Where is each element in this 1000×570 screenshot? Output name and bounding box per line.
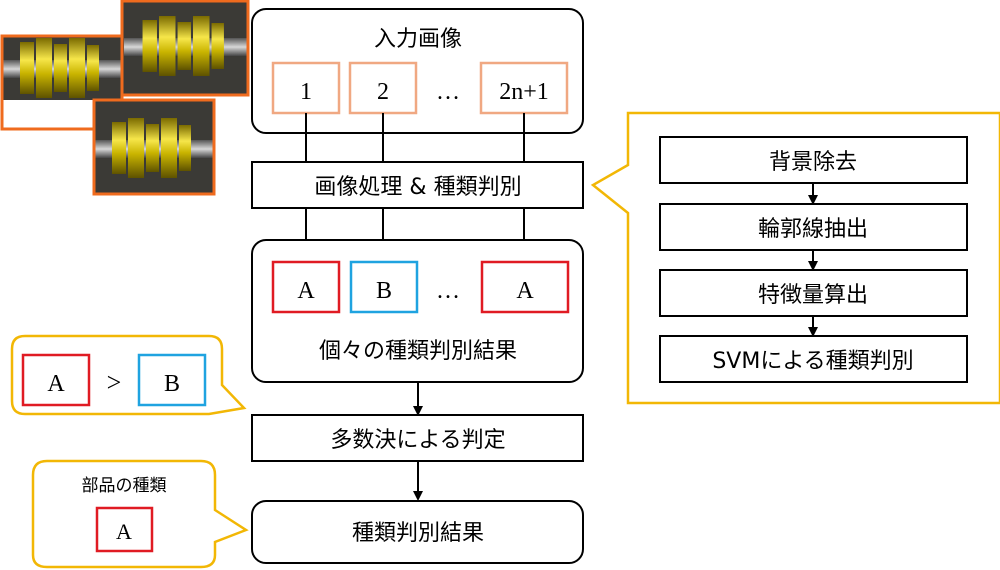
result-label-n: A [516,278,534,304]
input-images-block: 入力画像 1 2 … 2n+1 [251,8,584,134]
step-box-3 [659,269,968,317]
input-image-label-2: 2 [377,79,389,105]
input-photos: gear-shaft-photo-icon [0,0,250,196]
step-label-2: 輪郭線抽出 [758,217,868,242]
photo-front [92,98,216,196]
compare-label-right: B [164,371,180,397]
image-processing-label: 画像処理 & 種類判別 [314,175,521,200]
majority-vote-block: 多数決による判定 [251,414,584,462]
result-label-2: B [376,278,392,304]
photo-mid [120,0,250,97]
final-result-block: 種類判別結果 [251,500,584,564]
compare-box-left [21,353,91,407]
result-label-1: A [297,278,315,304]
final-result-label: 種類判別結果 [352,521,484,546]
part-type-title: 部品の種類 [82,476,167,496]
part-type-callout: 部品の種類 A [31,459,249,569]
processing-detail-callout: 背景除去 輪郭線抽出 特徴量算出 SVMによる種類判別 [590,111,1000,405]
result-ellipsis: … [436,278,460,304]
step-label-4: SVMによる種類判別 [712,349,913,374]
result-box-2 [349,260,419,314]
compare-label-left: A [47,371,65,397]
majority-vote-label: 多数決による判定 [330,428,505,453]
input-image-box-1 [271,61,341,115]
step-box-1 [659,136,968,184]
compare-box-right [137,353,207,407]
result-box-n [480,260,570,314]
input-image-ellipsis: … [436,79,460,105]
result-box-1 [271,260,341,314]
comparison-callout: A > B [10,334,247,416]
input-image-label-n: 2n+1 [499,79,549,105]
step-box-4 [659,335,968,383]
compare-operator: > [107,368,122,397]
individual-results-block: A B … A 個々の種類判別結果 [251,239,584,383]
input-image-box-n [479,61,569,115]
part-type-value: A [116,519,132,544]
step-label-1: 背景除去 [769,150,857,175]
step-label-3: 特徴量算出 [758,283,868,308]
image-processing-block: 画像処理 & 種類判別 [251,161,584,209]
part-type-box [95,506,154,553]
individual-results-caption: 個々の種類判別結果 [319,339,517,364]
input-image-label-1: 1 [300,79,312,105]
input-images-title: 入力画像 [374,27,462,52]
